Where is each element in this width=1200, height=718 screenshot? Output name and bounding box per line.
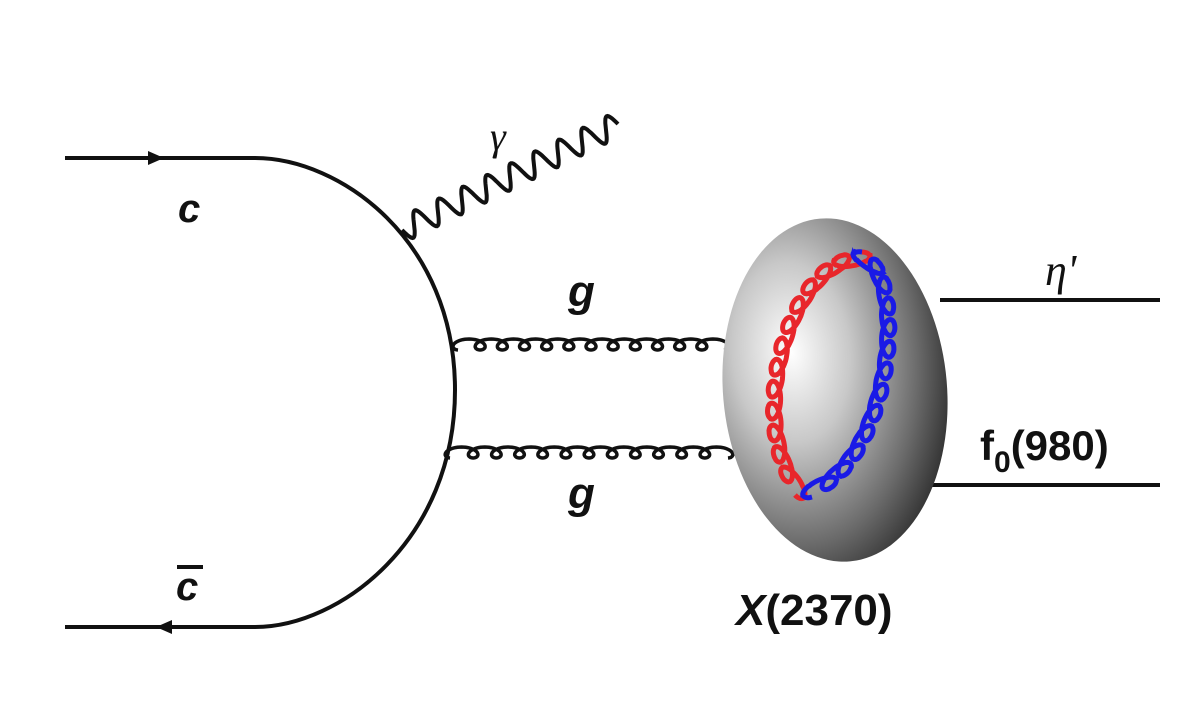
gluon-label-bottom: g	[567, 469, 595, 518]
x2370-label-mass: (2370)	[765, 586, 892, 635]
quark-arrow-icon	[148, 151, 164, 165]
f0-label-sub: 0	[994, 446, 1011, 479]
inner-gluon-red	[764, 249, 873, 502]
photon-label: γ	[490, 114, 507, 159]
quark-label: c	[178, 187, 200, 231]
gluon-line-top	[451, 337, 731, 352]
eta-prime-label: η'	[1045, 246, 1078, 295]
charm-quark-line	[65, 156, 457, 391]
antiquark-label: c	[176, 565, 198, 609]
f0-label-main: f	[980, 422, 995, 469]
f0-label-mass: (980)	[1011, 422, 1109, 469]
x2370-label-letter: X	[733, 586, 768, 635]
gluon-label-top: g	[567, 267, 595, 316]
inner-gluon-blue	[800, 246, 898, 501]
x2370-label: X(2370)	[733, 586, 893, 635]
photon-line	[400, 113, 620, 241]
antiquark-arrow-icon	[156, 620, 172, 634]
anticharm-quark-line	[65, 389, 457, 629]
f0-label: f0(980)	[980, 422, 1109, 479]
gluon-line-bottom	[443, 445, 735, 460]
